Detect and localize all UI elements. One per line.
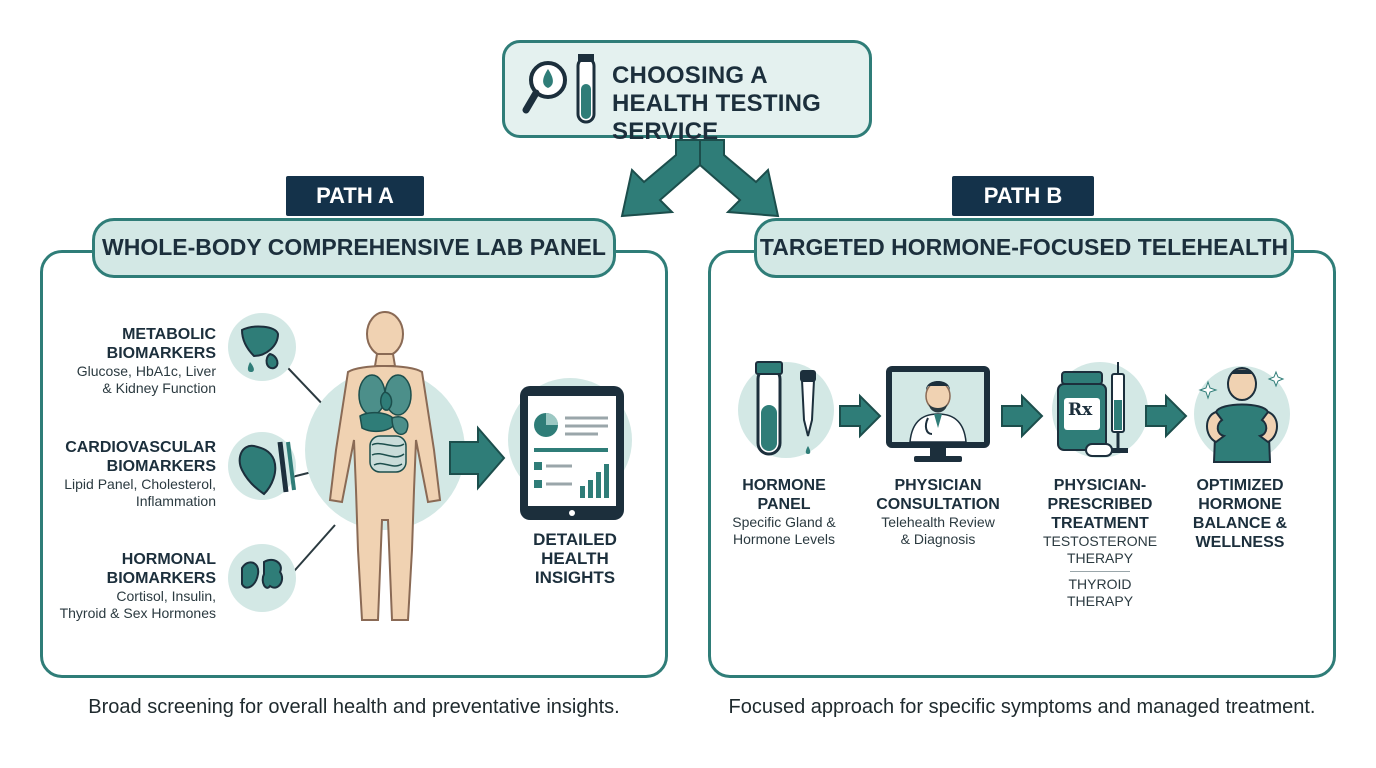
step-1-background [738, 362, 834, 458]
magnifier-test-tube-icon [522, 54, 596, 124]
path-b-caption: Focused approach for specific symptoms a… [728, 696, 1316, 718]
path-b-panel [708, 250, 1336, 678]
biomarker-metabolic: METABOLIC BIOMARKERS Glucose, HbA1c, Liv… [76, 326, 216, 396]
path-a-caption: Broad screening for overall health and p… [88, 696, 620, 718]
connector-line [287, 524, 336, 579]
test-tube-dropper-icon [755, 361, 816, 456]
biomarker-cardiovascular: CARDIOVASCULAR BIOMARKERS Lipid Panel, C… [64, 439, 216, 509]
detailed-health-insights-label: DETAILED HEALTH INSIGHTS [533, 530, 617, 587]
arrow-to-insights-icon [449, 425, 506, 491]
biomarker-hormonal: HORMONAL BIOMARKERS Cortisol, Insulin, T… [59, 551, 216, 621]
path-b-graphics [738, 361, 1290, 463]
wellness-person-icon [1198, 367, 1285, 463]
option-thyroid: THYROID [1068, 576, 1132, 592]
option-divider [1070, 571, 1130, 572]
page-title: CHOOSING A HEALTH TESTING SERVICE [612, 62, 822, 145]
option-testosterone: TESTOSTERONE [1042, 533, 1158, 549]
path-a-graphics [228, 311, 632, 621]
heart-artery-icon [228, 432, 296, 500]
arrow-step-2-icon [1001, 393, 1044, 439]
split-arrow [620, 139, 780, 218]
step-optimized-wellness: OPTIMIZED HORMONE BALANCE & WELLNESS [1192, 477, 1288, 551]
telehealth-doctor-icon [886, 366, 990, 462]
path-a-tag: PATH A [286, 176, 424, 216]
rx-label: Rx [1068, 400, 1093, 420]
tablet-report-icon [520, 386, 624, 520]
step-prescribed-treatment: PHYSICIAN- PRESCRIBED TREATMENT TESTOSTE… [1032, 476, 1168, 610]
path-a-heading: WHOLE-BODY COMPREHENSIVE LAB PANEL [92, 218, 616, 278]
path-b-heading: TARGETED HORMONE-FOCUSED TELEHEALTH [754, 218, 1294, 278]
path-b-tag: PATH B [952, 176, 1094, 216]
step-physician-consultation: PHYSICIAN CONSULTATION Telehealth Review… [876, 477, 1000, 547]
prescription-bottle-syringe-icon [1057, 362, 1128, 457]
organs [358, 374, 412, 473]
arrow-step-1-icon [839, 393, 882, 439]
arrow-step-3-icon [1145, 393, 1188, 439]
human-body-figure [328, 311, 442, 621]
gland-icon [228, 544, 296, 612]
step-hormone-panel: HORMONE PANEL Specific Gland & Hormone L… [732, 477, 836, 547]
liver-kidney-icon [228, 313, 296, 381]
